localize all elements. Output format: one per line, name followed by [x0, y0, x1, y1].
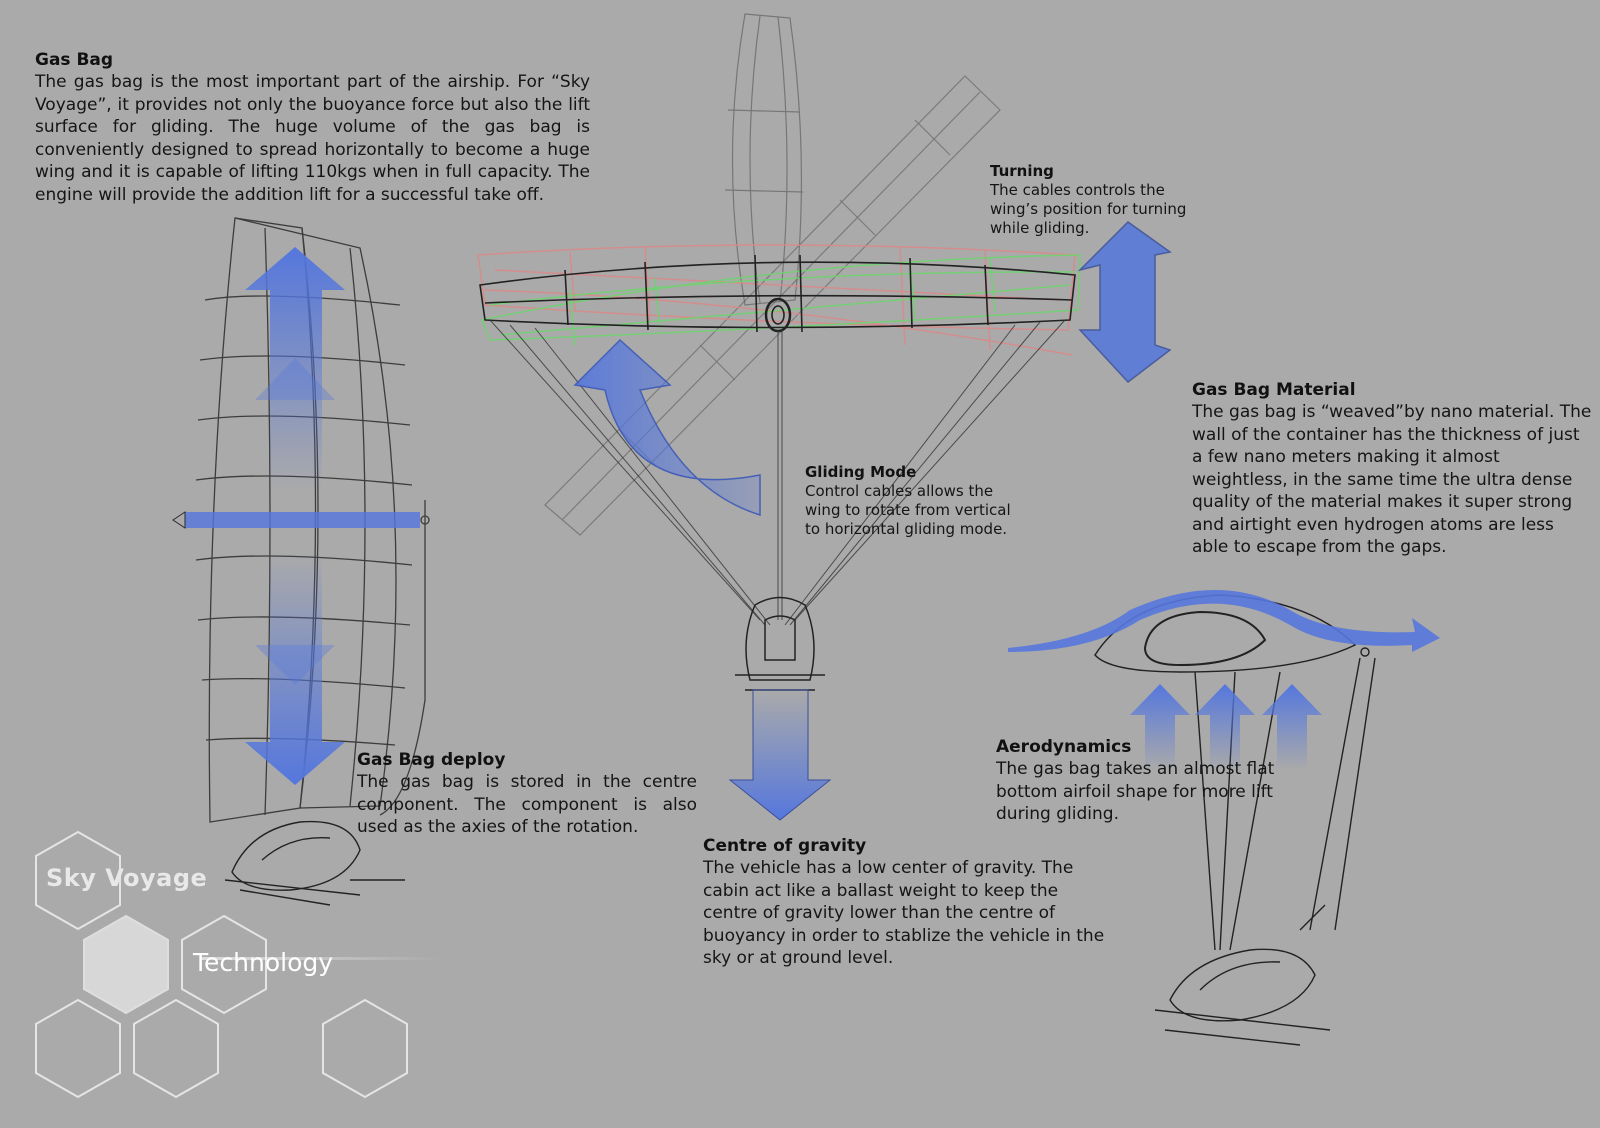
- turning-section: Turning The cables controls the wing’s p…: [990, 162, 1200, 238]
- cabin-sketch-center: [735, 596, 825, 691]
- gas-bag-deploy-heading: Gas Bag deploy: [357, 750, 506, 770]
- airfoil-sketch: [1094, 594, 1376, 951]
- gas-bag-text: The gas bag is the most important part o…: [35, 72, 590, 205]
- aerodynamics-heading: Aerodynamics: [996, 737, 1132, 757]
- control-cables: [489, 319, 1066, 626]
- gliding-mode-text: Control cables allows the wing to rotate…: [805, 482, 1011, 538]
- gliding-mode-section: Gliding Mode Control cables allows the w…: [805, 463, 1030, 539]
- gas-bag-material-text: The gas bag is “weaved”by nano material.…: [1192, 402, 1592, 557]
- gravity-arrow: [728, 689, 832, 821]
- turning-text: The cables controls the wing’s position …: [990, 181, 1187, 237]
- turning-arrow: [1077, 221, 1172, 384]
- brand-title: Sky Voyage: [46, 864, 208, 892]
- rotation-arrow: [573, 338, 761, 517]
- gas-bag-material-section: Gas Bag Material The gas bag is “weaved”…: [1192, 380, 1592, 559]
- wing-green-position: [480, 254, 1081, 346]
- centre-of-gravity-section: Centre of gravity The vehicle has a low …: [703, 836, 1113, 970]
- lift-arrows: [1130, 684, 1322, 770]
- gas-bag-deploy-section: Gas Bag deploy The gas bag is stored in …: [357, 750, 697, 839]
- aerodynamics-section: Aerodynamics The gas bag takes an almost…: [996, 737, 1296, 826]
- centre-of-gravity-heading: Centre of gravity: [703, 836, 867, 856]
- axis-cap: [172, 511, 186, 529]
- wing-red-position: [477, 244, 1076, 356]
- deploy-arrows: [245, 247, 345, 785]
- cabin-sketch-left: [224, 820, 405, 906]
- wing-axis-bar: [185, 512, 420, 528]
- turning-heading: Turning: [990, 162, 1054, 180]
- cabin-sketch-right: [1154, 904, 1331, 1046]
- wing-diagonal-ghost: [544, 75, 1001, 536]
- aerodynamics-text: The gas bag takes an almost flat bottom …: [996, 759, 1275, 824]
- hexagon-logo: [35, 830, 408, 1099]
- wing-vertical-ghost: [724, 13, 804, 306]
- centre-of-gravity-text: The vehicle has a low center of gravity.…: [703, 858, 1105, 968]
- logo-underline: [200, 957, 440, 960]
- airflow-arrow: [1008, 590, 1440, 652]
- gas-bag-deploy-text: The gas bag is stored in the centre comp…: [357, 772, 697, 837]
- brand-subtitle: Technology: [193, 948, 334, 977]
- gas-bag-section: Gas Bag The gas bag is the most importan…: [35, 50, 590, 206]
- gas-bag-heading: Gas Bag: [35, 50, 114, 70]
- gas-bag-material-heading: Gas Bag Material: [1192, 380, 1356, 400]
- gliding-mode-heading: Gliding Mode: [805, 463, 917, 481]
